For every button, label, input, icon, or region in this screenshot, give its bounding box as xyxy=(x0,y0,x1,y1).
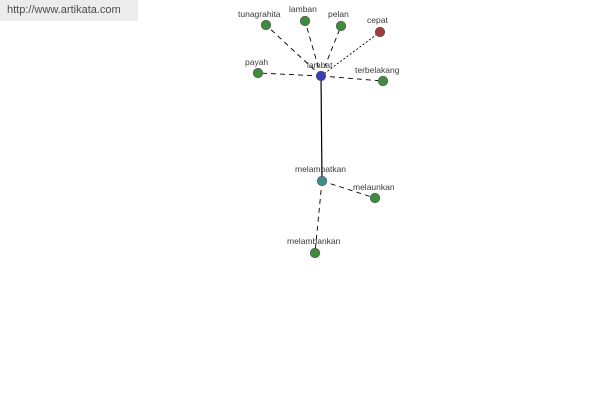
edge-lambat-terbelakang xyxy=(320,75,384,82)
edge-melambatkan-melaunkan xyxy=(321,180,376,199)
node-pelan[interactable] xyxy=(335,20,347,32)
node-tunagrahita[interactable] xyxy=(260,19,272,31)
nodes-layer xyxy=(252,15,389,259)
node-melaunkan[interactable] xyxy=(369,192,381,204)
node-payah[interactable] xyxy=(252,67,264,79)
node-melambankan[interactable] xyxy=(309,247,321,259)
node-label-melambatkan: melambatkan xyxy=(295,164,346,174)
edge-melambatkan-melambankan xyxy=(314,180,323,254)
node-label-tunagrahita: tunagrahita xyxy=(238,9,281,19)
node-label-melaunkan: melaunkan xyxy=(353,182,395,192)
node-label-pelan: pelan xyxy=(328,9,349,19)
labels-layer: lambat tunagrahita lamban pelan cepat payah te… xyxy=(238,4,400,246)
node-label-lambat: lambat xyxy=(307,60,333,70)
node-label-lamban: lamban xyxy=(289,4,317,14)
node-terbelakang[interactable] xyxy=(377,75,389,87)
edge-lambat-cepat xyxy=(320,31,381,77)
edges-layer xyxy=(257,20,384,254)
node-label-cepat: cepat xyxy=(367,15,388,25)
node-cepat[interactable] xyxy=(374,26,386,38)
edge-lambat-melambatkan xyxy=(320,75,323,182)
node-lambat[interactable] xyxy=(315,70,327,82)
node-melambatkan[interactable] xyxy=(316,175,328,187)
node-label-payah: payah xyxy=(245,57,268,67)
edge-lambat-payah xyxy=(257,72,322,77)
node-label-terbelakang: terbelakang xyxy=(355,65,400,75)
node-lamban[interactable] xyxy=(299,15,311,27)
node-label-melambankan: melambankan xyxy=(287,236,341,246)
edge-lambat-lamban xyxy=(304,20,322,77)
edge-lambat-tunagrahita xyxy=(265,24,322,77)
site-url-link[interactable]: http://www.artikata.com xyxy=(0,0,138,21)
